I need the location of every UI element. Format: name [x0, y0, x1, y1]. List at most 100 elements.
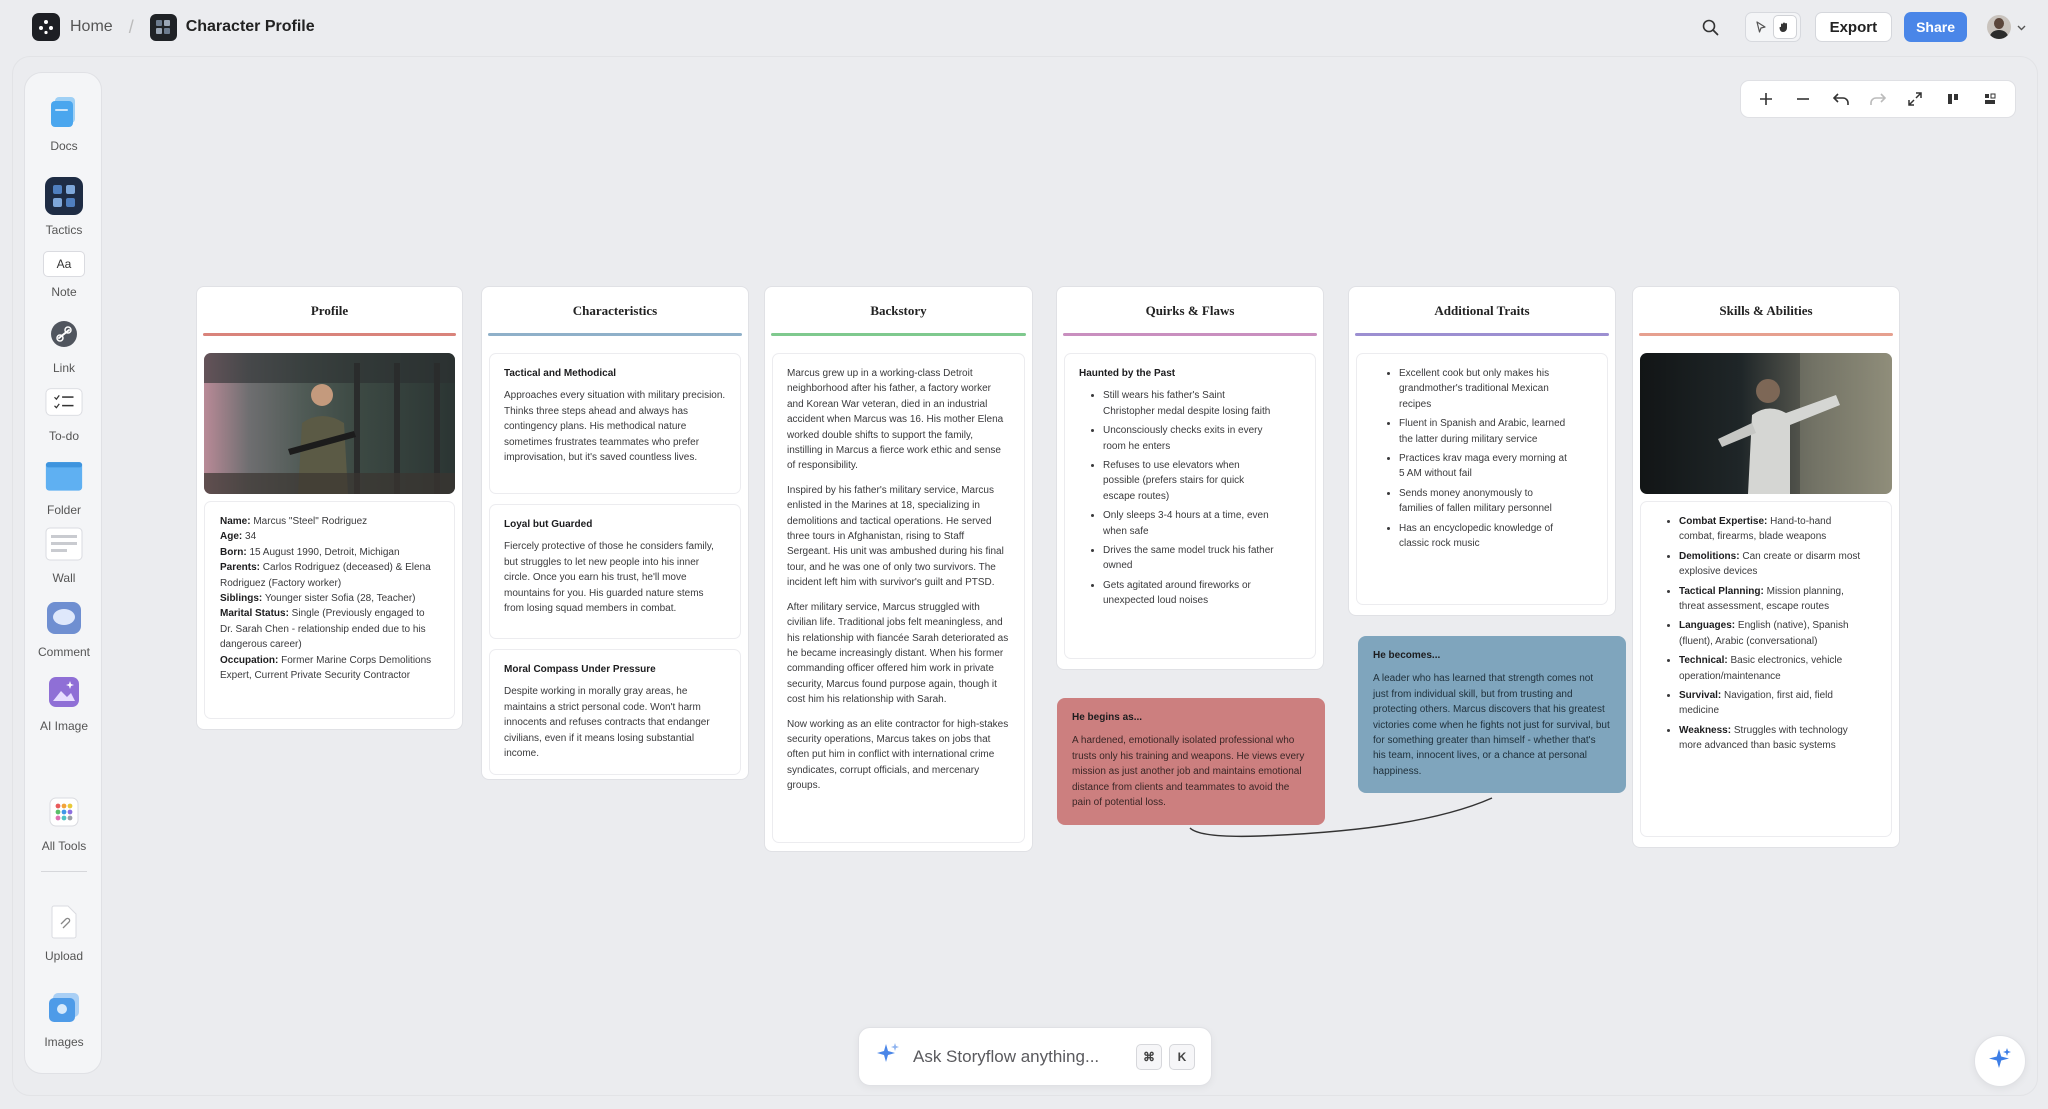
breadcrumb-home[interactable]: Home [70, 18, 113, 35]
export-button[interactable]: Export [1814, 12, 1893, 42]
list-item: Fluent in Spanish and Arabic, learned th… [1399, 416, 1567, 447]
profile-card[interactable]: Profile Name: Marcus "Steel" Rodriguez A… [196, 286, 463, 730]
chevron-down-icon[interactable] [2017, 18, 2026, 36]
zoom-out-icon[interactable] [1788, 84, 1818, 114]
tools-sidebar: Docs Tactics Aa Note Link To-do Folder W… [24, 72, 102, 1074]
search-icon[interactable] [1699, 15, 1723, 39]
tool-tactics[interactable]: Tactics [25, 177, 103, 237]
sparkle-icon [875, 1041, 901, 1072]
trait-block: Tactical and Methodical Approaches every… [489, 353, 741, 494]
tool-todo[interactable]: To-do [25, 383, 103, 443]
docs-icon [45, 93, 83, 131]
pointer-mode-toggle [1744, 12, 1801, 42]
ai-assistant-button[interactable] [1974, 1035, 2026, 1087]
tool-all-tools[interactable]: All Tools [25, 793, 103, 853]
images-icon [45, 989, 83, 1027]
backstory-paragraph: Inspired by his father's military servic… [787, 484, 1004, 589]
tactics-icon [45, 177, 83, 215]
list-item: Gets agitated around fireworks or unexpe… [1103, 578, 1279, 609]
tool-wall[interactable]: Wall [25, 525, 103, 585]
profile-details: Name: Marcus "Steel" Rodriguez Age: 34 B… [204, 501, 455, 719]
begins-as-note[interactable]: He begins as... A hardened, emotionally … [1057, 698, 1325, 825]
card-underline [1639, 333, 1893, 336]
tool-label: Tactics [45, 223, 83, 237]
backstory-paragraph: Now working as an elite contractor for h… [787, 718, 1009, 792]
skills-photo[interactable] [1640, 353, 1892, 494]
shortcut-key-cmd: ⌘ [1136, 1043, 1162, 1070]
app-logo-icon[interactable] [32, 13, 60, 41]
hand-pan-icon[interactable] [1772, 15, 1797, 39]
trait-text: Despite working in morally gray areas, h… [504, 686, 710, 760]
tool-ai-image[interactable]: AI Image [25, 673, 103, 733]
trait-block: Moral Compass Under Pressure Despite wor… [489, 649, 741, 775]
list-item: Only sleeps 3-4 hours at a time, even wh… [1103, 508, 1279, 539]
all-tools-icon [45, 793, 83, 831]
top-bar: Home / Character Profile Export Share [0, 0, 2048, 54]
trait-heading: Loyal but Guarded [504, 519, 593, 530]
becomes-note[interactable]: He becomes... A leader who has learned t… [1358, 636, 1626, 793]
quirks-flaws-card[interactable]: Quirks & Flaws Haunted by the Past Still… [1056, 286, 1324, 670]
redo-icon[interactable] [1863, 84, 1893, 114]
tool-label: Docs [50, 139, 78, 153]
share-button[interactable]: Share [1904, 12, 1967, 42]
tool-upload[interactable]: Upload [25, 903, 103, 963]
undo-icon[interactable] [1826, 84, 1856, 114]
breadcrumb-separator: / [128, 16, 134, 37]
folder-icon [45, 457, 83, 495]
canvas-toolbar [1740, 80, 2016, 118]
list-item: Technical: Basic electronics, vehicle op… [1679, 653, 1865, 684]
wall-icon [45, 525, 83, 563]
characteristics-card[interactable]: Characteristics Tactical and Methodical … [481, 286, 749, 780]
columns-layout-icon[interactable] [1938, 84, 1968, 114]
fullscreen-icon[interactable] [1900, 84, 1930, 114]
trait-text: Approaches every situation with military… [504, 390, 726, 464]
card-title: Additional Traits [1434, 303, 1530, 318]
additional-traits-list: Excellent cook but only makes his grandm… [1356, 353, 1608, 605]
card-title: Quirks & Flaws [1145, 303, 1235, 318]
tool-link[interactable]: Link [25, 315, 103, 375]
grid-layout-icon[interactable] [1975, 84, 2005, 114]
field-siblings: Siblings: Younger sister Sofia (28, Teac… [220, 593, 416, 605]
note-text: A leader who has learned that strength c… [1373, 673, 1610, 777]
list-item: Unconsciously checks exits in every room… [1103, 423, 1279, 454]
field-name: Name: Marcus "Steel" Rodriguez [220, 516, 368, 527]
connector-line[interactable] [1180, 790, 1500, 850]
tool-images[interactable]: Images [25, 989, 103, 1049]
tool-note[interactable]: Aa Note [25, 251, 103, 299]
tool-label: Wall [52, 571, 76, 585]
tool-folder[interactable]: Folder [25, 457, 103, 517]
list-item: Combat Expertise: Hand-to-hand combat, f… [1679, 514, 1865, 545]
ask-ai-bar[interactable]: Ask Storyflow anything... ⌘ K [858, 1027, 1212, 1086]
field-occupation: Occupation: Former Marine Corps Demoliti… [220, 654, 432, 682]
list-item: Excellent cook but only makes his grandm… [1399, 366, 1567, 412]
additional-traits-card[interactable]: Additional Traits Excellent cook but onl… [1348, 286, 1616, 616]
trait-text: Fiercely protective of those he consider… [504, 541, 714, 615]
shortcut-key-k: K [1169, 1043, 1195, 1070]
skills-abilities-card[interactable]: Skills & Abilities Combat Expertise: Han… [1632, 286, 1900, 848]
list-item: Practices krav maga every morning at 5 A… [1399, 451, 1567, 482]
tool-docs[interactable]: Docs [25, 93, 103, 153]
skills-list: Combat Expertise: Hand-to-hand combat, f… [1640, 501, 1892, 837]
list-item: Drives the same model truck his father o… [1103, 543, 1279, 574]
field-parents: Parents: Carlos Rodriguez (deceased) & E… [220, 562, 431, 589]
tool-label: Comment [37, 645, 90, 659]
quirks-heading: Haunted by the Past [1079, 368, 1176, 379]
tool-label: Images [44, 1035, 84, 1049]
trait-block: Loyal but Guarded Fiercely protective of… [489, 504, 741, 639]
card-title: Characteristics [572, 303, 658, 318]
tool-label: To-do [48, 429, 80, 443]
zoom-in-icon[interactable] [1751, 84, 1781, 114]
select-pointer-icon[interactable] [1749, 15, 1773, 39]
note-text: A hardened, emotionally isolated profess… [1072, 735, 1305, 809]
document-title[interactable]: Character Profile [185, 18, 315, 35]
profile-photo[interactable] [204, 353, 455, 494]
sidebar-divider [41, 871, 87, 872]
ask-ai-placeholder: Ask Storyflow anything... [913, 1046, 1100, 1066]
tool-comment[interactable]: Comment [25, 599, 103, 659]
list-item: Survival: Navigation, first aid, field m… [1679, 688, 1865, 719]
tool-label: Folder [46, 503, 81, 517]
list-item: Sends money anonymously to families of f… [1399, 486, 1567, 517]
backstory-card[interactable]: Backstory Marcus grew up in a working-cl… [764, 286, 1033, 852]
field-marital-status: Marital Status: Single (Previously engag… [220, 608, 426, 651]
avatar[interactable] [1987, 15, 2011, 39]
